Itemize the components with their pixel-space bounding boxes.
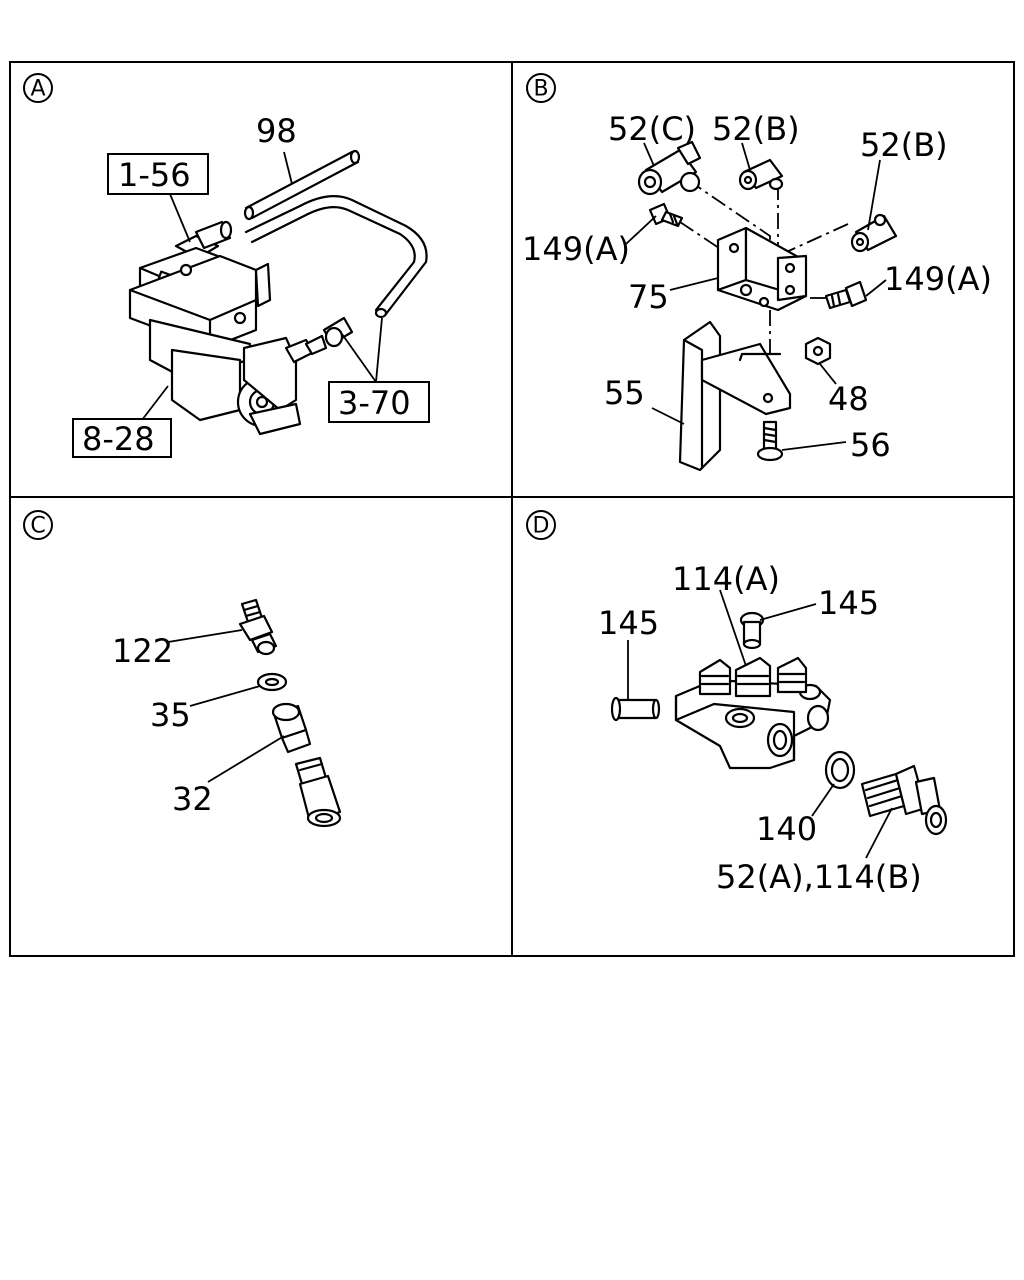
label-145-left: 145 <box>598 604 659 642</box>
panel-marker-a: A <box>23 73 53 103</box>
panel-a-drawing <box>128 149 428 436</box>
label-56: 56 <box>850 426 891 464</box>
label-52b-top: 52(B) <box>712 110 800 148</box>
box-1-56 <box>107 153 209 195</box>
pump-body <box>236 334 328 436</box>
fitting-52a <box>860 764 948 836</box>
label-140: 140 <box>756 810 817 848</box>
pedal-55 <box>678 320 792 472</box>
svg-text:C: C <box>30 514 45 539</box>
tee-fitting-c <box>637 140 702 196</box>
label-114a: 114(A) <box>672 560 780 598</box>
label-75: 75 <box>628 278 669 316</box>
mounting-bracket <box>148 262 272 422</box>
svg-text:D: D <box>533 514 550 539</box>
label-149a-right: 149(A) <box>884 260 992 298</box>
label-55: 55 <box>604 374 645 412</box>
label-52c: 52(C) <box>608 110 696 148</box>
panel-marker-d: D <box>526 510 556 540</box>
elbow-fitting-b-top <box>738 158 784 191</box>
valve-body <box>674 656 832 770</box>
label-1-56: 1-56 <box>118 156 191 194</box>
panel-marker-b: B <box>526 73 556 103</box>
leader-8-28 <box>141 385 169 421</box>
elbow-fitting-b-right <box>850 213 898 253</box>
leader-3-70-a <box>341 333 377 383</box>
label-32: 32 <box>172 780 213 818</box>
leader-3-70-b <box>375 317 383 383</box>
pin-145-top <box>739 611 765 650</box>
bolt-149a-left <box>648 202 684 228</box>
label-3-70: 3-70 <box>338 384 411 422</box>
svg-text:B: B <box>533 77 548 102</box>
label-52b-right: 52(B) <box>860 126 948 164</box>
label-8-28: 8-28 <box>82 420 155 458</box>
panel-marker-c: C <box>23 510 53 540</box>
loop-pipe <box>244 195 428 319</box>
leader-1-56 <box>169 193 191 243</box>
label-52a-114b: 52(A),114(B) <box>716 858 922 896</box>
panel-c-drawing <box>167 598 342 828</box>
label-145-top: 145 <box>818 584 879 622</box>
bolt-149a-right <box>824 280 868 310</box>
label-149a-left: 149(A) <box>522 230 630 268</box>
screw-56 <box>756 420 784 462</box>
svg-text:A: A <box>30 77 45 102</box>
washer-140 <box>824 750 856 790</box>
nut-48 <box>804 336 832 366</box>
box-3-70 <box>328 381 430 423</box>
box-8-28 <box>72 418 172 458</box>
label-35: 35 <box>150 696 191 734</box>
pin-145-left <box>610 696 661 722</box>
fitting-32 <box>271 702 342 828</box>
hose-connector <box>322 316 354 348</box>
panel-grid <box>9 61 1015 957</box>
panel-b-drawing <box>625 140 898 472</box>
label-122: 122 <box>112 632 173 670</box>
washer-35 <box>256 672 288 692</box>
label-98: 98 <box>256 112 297 150</box>
fitting-122 <box>238 598 278 656</box>
bracket-75 <box>716 226 808 312</box>
leader-98 <box>283 151 293 185</box>
straight-hose <box>243 149 361 221</box>
panel-d-drawing <box>610 589 948 859</box>
label-48: 48 <box>828 380 869 418</box>
